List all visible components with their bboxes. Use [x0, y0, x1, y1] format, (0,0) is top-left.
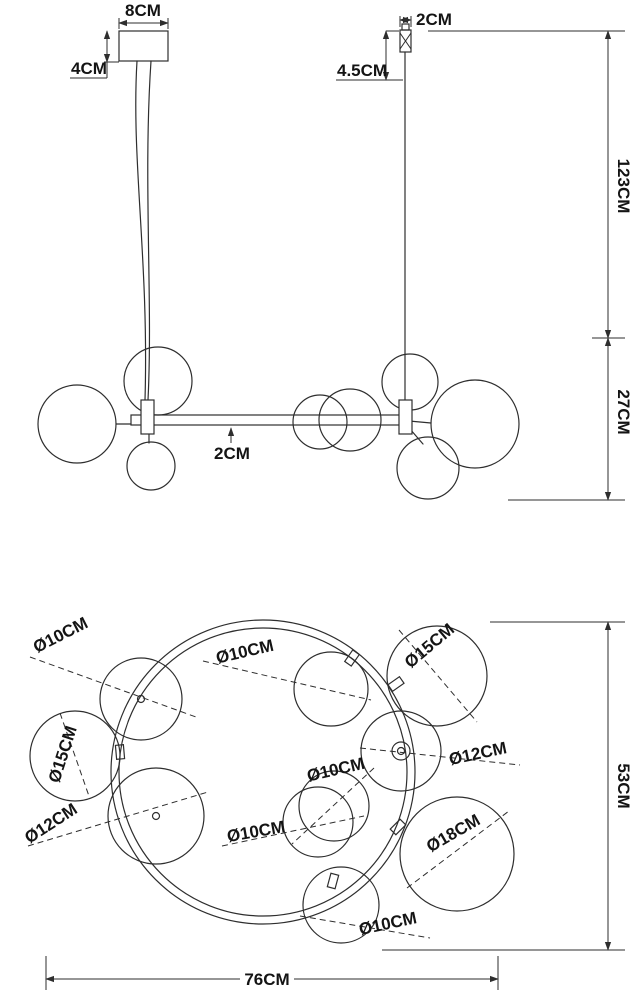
mounting-clip [326, 872, 340, 890]
dimension-bar-diameter: 2CM [214, 427, 250, 463]
center-line [221, 815, 365, 847]
dimension-plan-depth: 53CM [382, 621, 633, 951]
suspension-height-label: 123CM [614, 159, 633, 214]
globe-label-bottom-left: Ø12CM [21, 799, 80, 847]
dimension-hanger-width: 2CM [399, 10, 452, 29]
center-line [299, 915, 431, 939]
globe-side-middle-b [318, 388, 382, 452]
globe-side-left-lower [126, 441, 176, 491]
ring-inner [118, 627, 408, 917]
globe-side-middle-a [292, 394, 348, 450]
hub-right [398, 399, 413, 435]
plan-view: Ø10CM Ø10CM Ø15CM Ø15CM Ø12CM Ø12CM Ø10C… [21, 613, 633, 990]
mounting-clip [114, 744, 126, 760]
globe-plan-top-middle [293, 651, 369, 727]
globe-plan-middle-lower [282, 786, 354, 858]
globe-label-top-left: Ø10CM [30, 613, 91, 657]
globe-label-bottom-right: Ø18CM [423, 810, 483, 856]
globe-label-top-middle: Ø10CM [214, 636, 275, 668]
globe-side-left-large [37, 384, 117, 464]
globe-plan-bottom [302, 866, 380, 944]
globe-plan-right [360, 710, 442, 792]
suspension-cable-left-a [135, 60, 147, 401]
center-line [406, 810, 510, 889]
center-line [29, 656, 197, 718]
globe-label-middle-lower: Ø10CM [226, 817, 287, 846]
plan-depth-label: 53CM [614, 763, 633, 808]
globe-side-right-lower [396, 436, 460, 500]
bar-diameter-label: 2CM [214, 444, 250, 463]
globe-plan-bottom-right [399, 796, 515, 912]
hanger-width-label: 2CM [416, 10, 452, 29]
center-line [291, 767, 375, 845]
globe-plan-bottom-left [107, 767, 205, 865]
horizontal-bar [130, 414, 410, 426]
center-line [59, 712, 91, 800]
globe-label-left: Ø15CM [45, 724, 81, 786]
globe-label-right: Ø12CM [447, 738, 508, 769]
dimension-hanger-drop: 4.5CM [336, 30, 403, 81]
center-line [398, 629, 478, 723]
dimension-canopy-width: 8CM [118, 1, 169, 29]
globe-plan-middle-upper [298, 770, 370, 842]
center-line [27, 791, 209, 847]
cable-adjuster [399, 23, 412, 53]
globe-stem [408, 420, 432, 424]
attachment-hub [396, 746, 406, 756]
globe-plan-top-right [386, 625, 488, 727]
mounting-clip [343, 649, 361, 667]
dimension-suspension-height: 123CM 27CM [428, 30, 633, 501]
attachment-hub [391, 741, 411, 761]
attachment-hub [136, 694, 146, 704]
canopy-height-label: 4CM [71, 59, 107, 78]
plan-width-label: 76CM [244, 970, 289, 989]
center-line [202, 660, 372, 701]
globe-side-left-upper [123, 346, 193, 416]
globe-label-middle-upper: Ø10CM [305, 754, 366, 786]
globe-side-right-large [430, 379, 520, 469]
fixture-height-label: 27CM [614, 389, 633, 434]
globe-label-top-right: Ø15CM [401, 620, 458, 672]
dimension-plan-width: 76CM [45, 956, 499, 990]
ceiling-canopy [118, 30, 169, 62]
mounting-clip [389, 818, 407, 836]
globe-plan-top-left [99, 657, 183, 741]
suspension-cable-left-b [147, 60, 152, 401]
globe-plan-left [29, 710, 121, 802]
canopy-width-label: 8CM [125, 1, 161, 20]
hub-left [140, 399, 155, 435]
center-line [359, 747, 521, 766]
mounting-clip [387, 675, 405, 693]
side-view: 8CM 4CM 2CM [37, 1, 633, 501]
dimension-canopy-height: 4CM [70, 30, 119, 79]
hanger-drop-label: 4.5CM [337, 61, 387, 80]
ring-outer [110, 619, 416, 925]
attachment-hub [151, 811, 161, 821]
